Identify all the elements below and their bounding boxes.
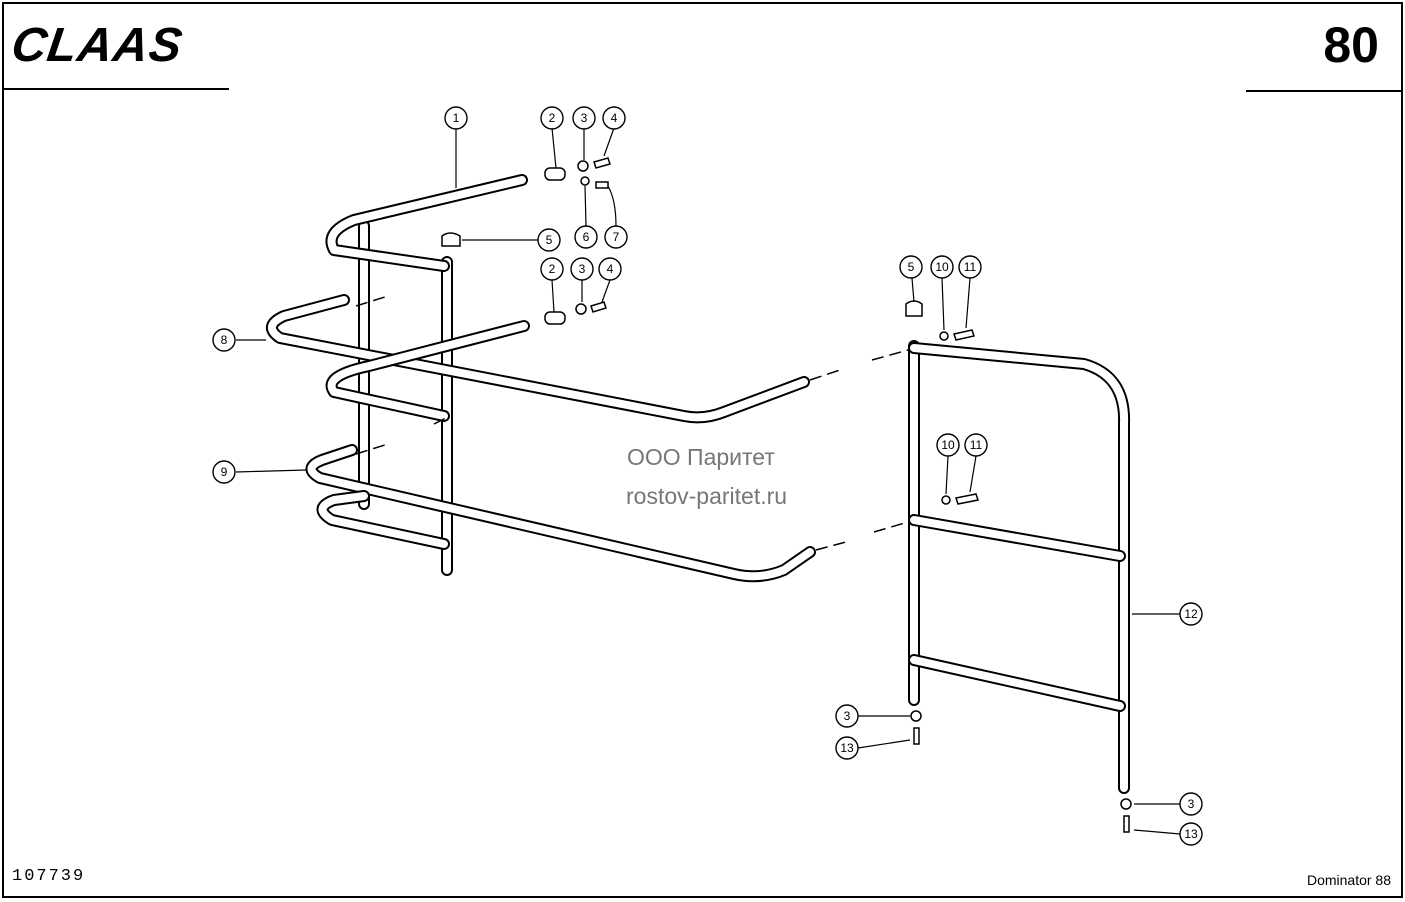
callout-6-label: 6 [583, 230, 590, 244]
callout-3b-label: 3 [579, 262, 586, 276]
callout-12-label: 12 [1184, 607, 1198, 621]
callout-3d-label: 3 [1188, 797, 1195, 811]
callout-13a-label: 13 [840, 741, 854, 755]
part-8-long-rail [266, 294, 810, 424]
callout-13b-label: 13 [1184, 827, 1198, 841]
callout-2b: 2 [540, 257, 564, 281]
watermark-company: ООО Паритет [627, 444, 775, 470]
leader-lines [235, 127, 1181, 835]
part-1-top-rail [325, 174, 528, 272]
header-rule-left [4, 88, 229, 90]
callout-8: 8 [212, 328, 236, 352]
hardware-parts [441, 157, 1132, 833]
callout-2b-label: 2 [549, 262, 556, 276]
callout-13b: 13 [1179, 822, 1203, 846]
callout-9-label: 9 [221, 465, 228, 479]
callout-6: 6 [574, 225, 598, 249]
callout-3a: 3 [572, 106, 596, 130]
callout-4b: 4 [598, 257, 622, 281]
callout-11a-label: 11 [964, 260, 977, 274]
callout-10b: 10 [936, 433, 960, 457]
callout-7: 7 [604, 225, 628, 249]
callout-3c-label: 3 [844, 709, 851, 723]
callout-10a-label: 10 [935, 260, 949, 274]
drawing-number: 107739 [12, 867, 86, 886]
callout-1-label: 1 [453, 111, 460, 125]
part-9-lower-rail [305, 444, 816, 583]
callout-4b-label: 4 [607, 262, 614, 276]
callout-11b: 11 [964, 433, 988, 457]
callout-11a: 11 [958, 255, 982, 279]
callout-4a-label: 4 [611, 111, 618, 125]
callout-2a: 2 [540, 106, 564, 130]
callout-3a-label: 3 [581, 111, 588, 125]
header-rule-right [1246, 90, 1401, 92]
callout-13a: 13 [835, 736, 859, 760]
callout-12: 12 [1179, 602, 1203, 626]
callout-2a-label: 2 [549, 111, 556, 125]
callout-10b-label: 10 [941, 438, 955, 452]
callout-3d: 3 [1179, 792, 1203, 816]
callout-10a: 10 [930, 255, 954, 279]
callout-3c: 3 [835, 704, 859, 728]
callout-3b: 3 [570, 257, 594, 281]
callout-9: 9 [212, 460, 236, 484]
callout-7-label: 7 [613, 230, 620, 244]
callout-5b-label: 5 [908, 260, 915, 274]
callout-8-label: 8 [221, 333, 228, 347]
callout-5b: 5 [899, 255, 923, 279]
page-number: 80 [1323, 17, 1379, 73]
callout-4a: 4 [602, 106, 626, 130]
callout-1: 1 [444, 106, 468, 130]
watermark-website: rostov-paritet.ru [626, 483, 788, 509]
exploded-view-drawing: 1 2 3 4 5 6 7 2 3 4 8 9 5 10 11 10 11 12… [212, 106, 1203, 846]
callout-5a: 5 [537, 228, 561, 252]
callout-5a-label: 5 [546, 233, 553, 247]
model-name: Dominator 88 [1306, 872, 1391, 888]
part-12-end-frame [908, 340, 1131, 794]
alignment-lines [355, 295, 909, 551]
callout-11b-label: 11 [970, 438, 983, 452]
